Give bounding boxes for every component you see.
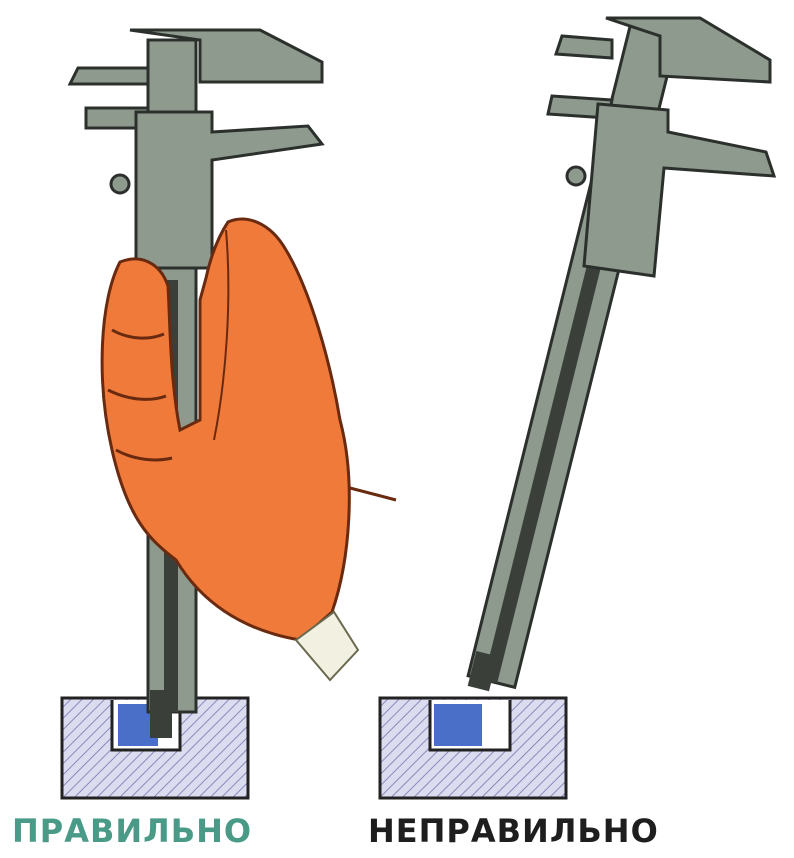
caliper-incorrect (466, 18, 774, 697)
caption-correct: ПРАВИЛЬНО (12, 812, 252, 850)
fixed-jaw-tip-left (70, 68, 148, 84)
hole-right (434, 704, 482, 746)
correct-panel (62, 30, 396, 798)
sliding-jaw-right (584, 104, 774, 276)
workpiece-right (380, 698, 566, 798)
incorrect-panel (380, 18, 774, 798)
locking-screw-right (567, 167, 585, 185)
hand (102, 219, 396, 680)
fixed-jaw-tip-right (556, 36, 612, 58)
depth-rod-right (484, 260, 602, 683)
depth-probe-left (150, 690, 172, 738)
locking-screw-left (111, 175, 129, 193)
caption-incorrect: НЕПРАВИЛЬНО (368, 812, 659, 850)
